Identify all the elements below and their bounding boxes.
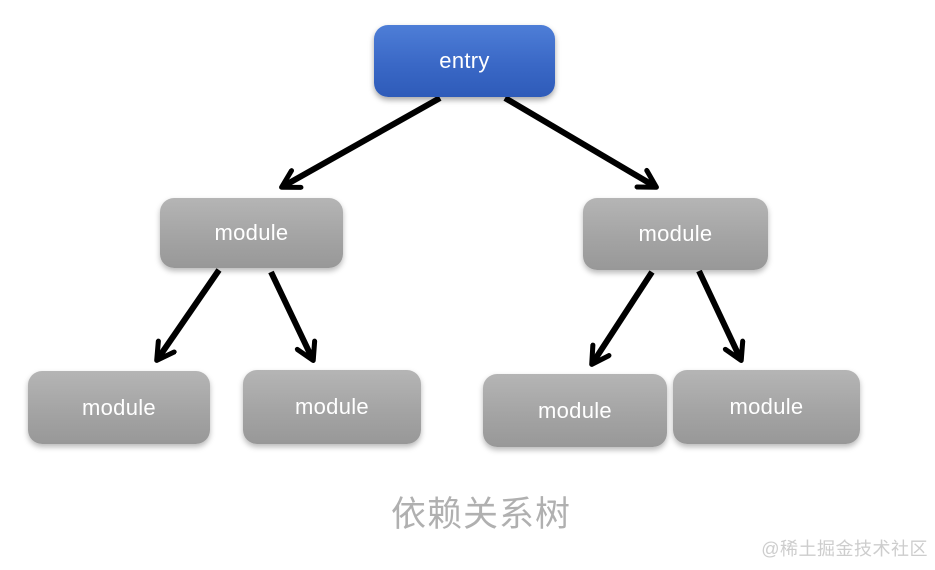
node-module-left-label: module — [214, 220, 289, 245]
node-module-right-2-label: module — [729, 394, 804, 419]
node-entry: entry — [374, 25, 555, 97]
node-entry-label: entry — [439, 48, 490, 73]
node-module-right-2: module — [673, 370, 860, 444]
watermark: @稀土掘金技术社区 — [761, 539, 928, 559]
diagram-caption: 依赖关系树 — [390, 495, 571, 534]
arrow-module-right-to-module-right-2 — [696, 269, 741, 360]
node-module-left-2-label: module — [295, 394, 369, 419]
arrow-module-left-to-module-left-1 — [157, 268, 222, 360]
node-module-right-label: module — [638, 221, 713, 246]
node-module-left-1-label: module — [82, 394, 156, 420]
arrow-module-left-to-module-left-2 — [268, 270, 313, 360]
arrow-entry-to-module-left — [282, 95, 442, 187]
node-module-left-2: module — [243, 370, 421, 444]
node-module-right: module — [583, 198, 768, 270]
node-module-right-1: module — [483, 374, 667, 447]
node-module-left-1: module — [28, 371, 210, 444]
node-module-left: module — [160, 198, 343, 268]
arrow-module-right-to-module-right-1 — [592, 270, 655, 364]
node-module-right-1-label: module — [538, 397, 612, 423]
arrow-entry-to-module-right — [503, 95, 656, 187]
